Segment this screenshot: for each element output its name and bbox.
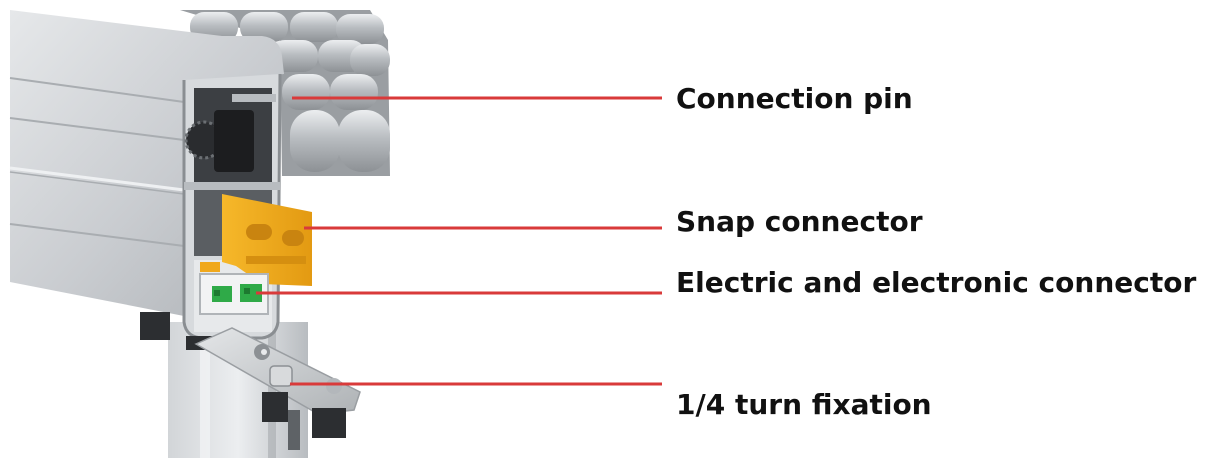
fastener-block [140,312,170,340]
snap-connector-part [222,194,312,286]
callout-label-snap-connector: Snap connector [676,205,923,238]
fixation-plate [194,327,361,450]
callout-label-connection-pin: Connection pin [676,82,913,115]
leader-lines [256,96,662,386]
callout-label-quarter-turn-fixation: 1/4 turn fixation [676,388,932,421]
callout-label-electric-connector: Electric and electronic connector [676,266,1197,299]
